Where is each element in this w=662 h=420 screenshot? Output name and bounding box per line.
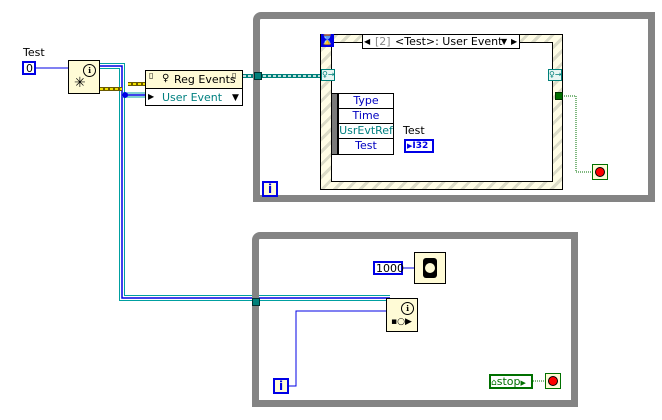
- bottom-while-loop: [252, 232, 578, 407]
- event-data-node: Type Time UsrEvtRef Test: [331, 93, 394, 155]
- event-data-test: Test: [338, 138, 394, 155]
- reg-events-title: Reg Events: [174, 73, 236, 86]
- event-data-time: Time: [338, 108, 394, 124]
- error-in-icon: ▯: [149, 71, 154, 80]
- dropdown-arrow-icon[interactable]: ▼: [501, 37, 508, 46]
- decrement-arrow-icon[interactable]: ◀: [364, 37, 371, 46]
- case-index: [2]: [375, 35, 391, 48]
- create-icon: ✳: [74, 75, 86, 91]
- bottom-loop-tunnel: [252, 298, 260, 306]
- event-source-selector[interactable]: User Event: [162, 91, 223, 104]
- top-loop-stop-terminal: [592, 164, 608, 180]
- test-control-label: Test: [23, 46, 45, 59]
- event-data-bar: [331, 93, 338, 155]
- loop-tunnel: [254, 72, 262, 80]
- home-icon: ⌂: [491, 378, 497, 388]
- bottom-loop-iteration-terminal: i: [273, 378, 289, 394]
- top-while-loop: [253, 12, 655, 202]
- increment-arrow-icon[interactable]: ▶: [511, 37, 518, 46]
- event-case-selector[interactable]: ◀ [2] <Test>: User Event ▼ ▶: [362, 34, 520, 49]
- input-arrow-icon: ▶: [148, 92, 155, 101]
- stop-label: stop: [496, 375, 521, 388]
- case-name: <Test>: User Event: [395, 35, 503, 48]
- user-event-icon: ♀: [162, 73, 170, 84]
- bottom-loop-stop-terminal: [545, 373, 561, 389]
- dynamic-event-terminal-right: ♀→: [548, 69, 562, 81]
- dropdown-arrow-icon[interactable]: ▼: [232, 93, 239, 103]
- user-event-icon: ℹ: [83, 64, 96, 77]
- iteration-wire: [289, 310, 388, 387]
- indicator-arrow-icon: ▶: [407, 142, 413, 150]
- register-for-events-node[interactable]: ▯ ♀ Reg Events ▯ ▶ User Event ▼: [145, 70, 243, 106]
- error-out-icon: ▯: [232, 71, 237, 80]
- wait-ms-node[interactable]: [414, 252, 446, 284]
- output-arrow-icon: ▶: [520, 379, 526, 387]
- dynamic-event-terminal-left: ♀→: [321, 69, 335, 81]
- event-data-usrevtref: UsrEvtRef: [338, 123, 394, 139]
- wait-ms-constant[interactable]: 1000: [373, 261, 404, 275]
- generate-user-event-node[interactable]: ℹ ▪○▶: [386, 298, 418, 332]
- test-indicator-label: Test: [403, 124, 425, 137]
- test-i32-indicator: ▶I32: [404, 139, 434, 153]
- test-numeric-control[interactable]: 0: [22, 61, 36, 75]
- create-user-event-node[interactable]: ℹ ✳: [68, 60, 100, 94]
- boolean-wire: [562, 95, 592, 173]
- user-event-icon: ℹ: [401, 302, 414, 315]
- generate-icon: ▪○▶: [391, 317, 412, 327]
- timeout-hourglass-icon: ⌛: [321, 34, 334, 47]
- indicator-type: I32: [412, 141, 429, 151]
- stop-control[interactable]: ⌂stop▶: [489, 374, 533, 389]
- watch-icon: [423, 258, 437, 278]
- event-data-type: Type: [338, 93, 394, 109]
- top-loop-iteration-terminal: i: [262, 181, 278, 197]
- error-wire: [100, 82, 145, 91]
- boolean-tunnel: [555, 92, 563, 100]
